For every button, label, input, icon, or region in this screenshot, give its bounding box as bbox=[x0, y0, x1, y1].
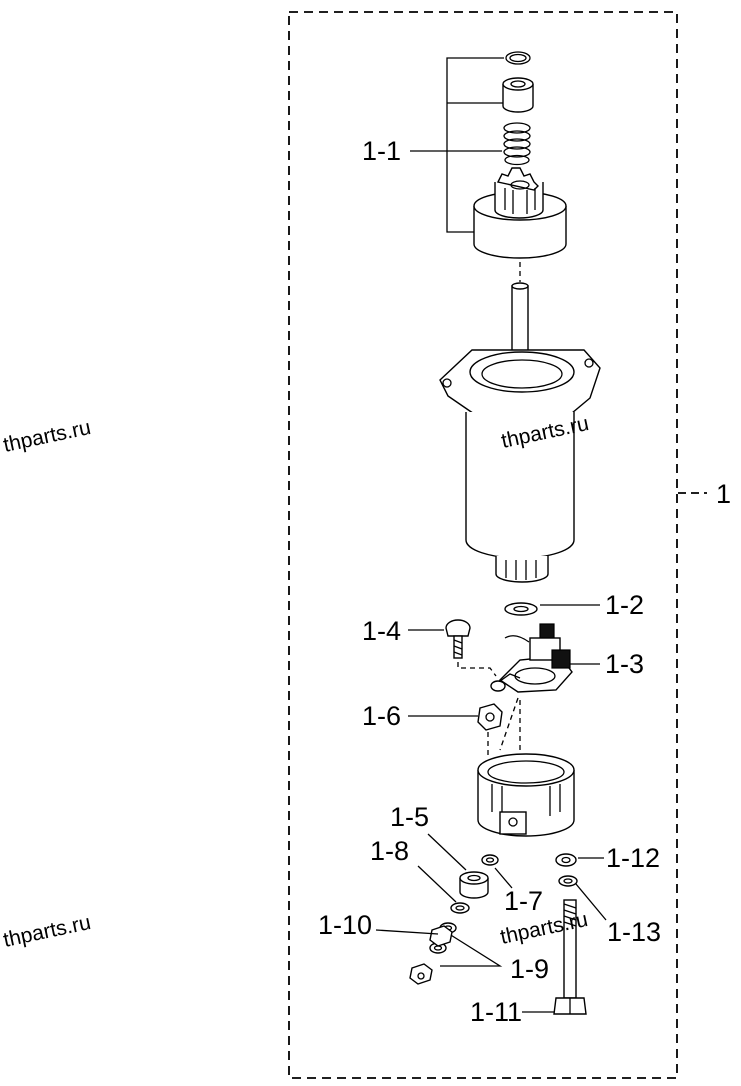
o-ring bbox=[481, 854, 499, 866]
callout-1-1: 1-1 bbox=[362, 136, 401, 166]
drive-pinion bbox=[473, 167, 567, 259]
hex-nut bbox=[477, 703, 503, 731]
callout-1-12: 1-12 bbox=[606, 843, 660, 873]
callout-1-8: 1-8 bbox=[370, 836, 409, 866]
callout-1-11: 1-11 bbox=[470, 997, 522, 1027]
brush-holder bbox=[498, 623, 573, 693]
callout-1-5: 1-5 bbox=[390, 802, 429, 832]
terminal-nuts bbox=[409, 925, 453, 985]
leader-1-8 bbox=[417, 865, 457, 903]
through-bolt bbox=[553, 899, 587, 1015]
screw bbox=[445, 619, 471, 659]
end-frame bbox=[477, 753, 575, 837]
leader-1-9 bbox=[440, 931, 503, 967]
callout-1-2: 1-2 bbox=[605, 590, 644, 620]
pinion-group bbox=[446, 51, 567, 259]
callout-1-3: 1-3 bbox=[605, 649, 644, 679]
watermark-left-upper: thparts.ru bbox=[1, 416, 93, 457]
lock-washer bbox=[558, 875, 578, 887]
grommet bbox=[459, 871, 489, 899]
leader-1-13 bbox=[575, 883, 607, 921]
callout-1-10: 1-10 bbox=[318, 910, 372, 940]
callout-1-9: 1-9 bbox=[510, 954, 549, 984]
callout-1-7: 1-7 bbox=[504, 886, 543, 916]
assembly-label: 1 bbox=[716, 479, 731, 509]
motor-yoke bbox=[439, 282, 601, 583]
callout-1-13: 1-13 bbox=[607, 917, 661, 947]
leader-1-10 bbox=[375, 929, 439, 935]
assembly-boundary bbox=[288, 11, 678, 1079]
leader-1-7 bbox=[494, 867, 513, 889]
callout-1-4: 1-4 bbox=[362, 616, 401, 646]
pinion-spring bbox=[503, 122, 531, 166]
callout-1-6: 1-6 bbox=[362, 701, 401, 731]
watermark-left-lower: thparts.ru bbox=[1, 911, 93, 952]
thrust-washer bbox=[504, 602, 538, 616]
plain-washer bbox=[450, 902, 470, 914]
bolt-washer bbox=[555, 853, 577, 867]
leader-1-5 bbox=[427, 833, 467, 871]
